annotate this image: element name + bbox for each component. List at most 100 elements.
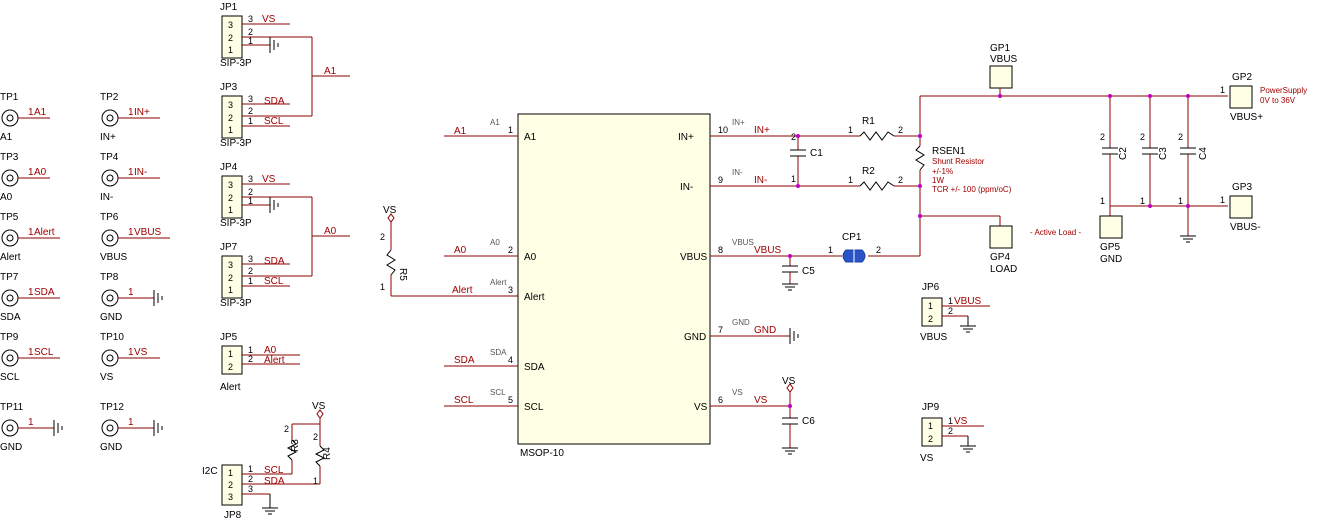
- ground-icon: [50, 420, 63, 436]
- capacitor-c4: C4 21: [1178, 96, 1209, 243]
- svg-text:1: 1: [948, 296, 953, 306]
- a1-junction-net: A1: [324, 66, 337, 77]
- svg-text:2: 2: [948, 306, 953, 316]
- tp8-ref: TP8: [100, 272, 119, 283]
- svg-text:1: 1: [228, 468, 233, 478]
- ic-pin8-num: 8: [718, 245, 723, 255]
- ic-pin7-net: GND: [754, 325, 776, 336]
- rsen1-line1: Shunt Resistor: [932, 157, 985, 166]
- ic-pin2-hint: A0: [490, 238, 500, 247]
- svg-text:1: 1: [380, 282, 385, 292]
- ic-pin3-net: Alert: [452, 285, 473, 296]
- c3-ref: C3: [1158, 147, 1169, 160]
- svg-text:2: 2: [248, 354, 253, 364]
- ground-icon: [269, 197, 279, 213]
- jp5-net-alert: Alert: [264, 355, 285, 366]
- jp7-footprint: SIP-3P: [220, 298, 252, 309]
- ic-pin10-name: IN+: [678, 132, 694, 143]
- ic-pin9-name: IN-: [680, 182, 693, 193]
- test-point-tp8: TP8 1 GND: [100, 272, 163, 323]
- svg-text:3: 3: [228, 180, 233, 190]
- tp12-label: GND: [100, 442, 122, 453]
- svg-text:1: 1: [228, 205, 233, 215]
- gp3-net: VBUS-: [1230, 222, 1261, 233]
- tp9-net: SCL: [34, 347, 54, 358]
- jp9-footprint: VS: [920, 453, 934, 464]
- svg-text:1: 1: [128, 287, 134, 298]
- gp4-net: LOAD: [990, 264, 1017, 275]
- svg-text:2: 2: [248, 474, 253, 484]
- jumper-jp7: JP7 321 321 SDA SCL SIP-3P: [220, 242, 312, 309]
- ic-pin7-name: GND: [684, 332, 706, 343]
- svg-text:3: 3: [248, 14, 253, 24]
- jp1-footprint: SIP-3P: [220, 58, 252, 69]
- ic-pin4-hint: SDA: [490, 348, 507, 357]
- c6-ref: C6: [802, 416, 815, 427]
- tp3-label: A0: [0, 192, 13, 203]
- svg-text:1: 1: [828, 245, 833, 255]
- ground-icon: [262, 507, 278, 515]
- tp3-ref: TP3: [0, 152, 19, 163]
- tp2-net: IN+: [134, 107, 150, 118]
- svg-text:2: 2: [248, 266, 253, 276]
- svg-text:1: 1: [1220, 85, 1225, 95]
- svg-text:1: 1: [128, 417, 134, 428]
- svg-text:2: 2: [948, 426, 953, 436]
- test-point-tp5: TP5 1 Alert Alert: [0, 212, 60, 263]
- tp6-label: VBUS: [100, 252, 128, 263]
- ground-icon: [960, 445, 976, 453]
- ic-pin1-net: A1: [454, 126, 467, 137]
- svg-text:2: 2: [284, 424, 289, 434]
- ic-pin9-hint: IN-: [732, 168, 743, 177]
- ic-pin3-num: 3: [508, 285, 513, 295]
- svg-text:2: 2: [876, 245, 881, 255]
- jp4-ref: JP4: [220, 162, 238, 173]
- jumper-jp8: I2C 123 123 SCL SDA JP8: [202, 464, 320, 521]
- gp1-net: VBUS: [990, 54, 1018, 65]
- ground-icon: [269, 37, 279, 53]
- tp10-ref: TP10: [100, 332, 124, 343]
- svg-text:1: 1: [928, 301, 933, 311]
- svg-text:2: 2: [228, 33, 233, 43]
- cp1-ref: CP1: [842, 232, 862, 243]
- r4-ref: R4: [322, 447, 333, 460]
- tp1-net: A1: [34, 107, 47, 118]
- tp9-ref: TP9: [0, 332, 19, 343]
- test-point-tp10: TP10 1 VS VS: [100, 332, 160, 383]
- tp4-ref: TP4: [100, 152, 119, 163]
- ic-pin10-net: IN+: [754, 125, 770, 136]
- tp6-ref: TP6: [100, 212, 119, 223]
- resistor-r4: R4 2 1 VS: [312, 401, 333, 486]
- c1-ref: C1: [810, 148, 823, 159]
- tp12-ref: TP12: [100, 402, 124, 413]
- tp2-label: IN+: [100, 132, 116, 143]
- vs-power-icon: [786, 383, 794, 393]
- svg-text:2: 2: [380, 232, 385, 242]
- active-load-note: - Active Load -: [1030, 228, 1081, 237]
- ic-pin6-name: VS: [694, 402, 708, 413]
- svg-text:1: 1: [313, 476, 318, 486]
- jp3-net-sda: SDA: [264, 96, 285, 107]
- svg-text:3: 3: [248, 254, 253, 264]
- ic-pin2-num: 2: [508, 245, 513, 255]
- svg-text:1: 1: [928, 421, 933, 431]
- rsen1-line4: TCR +/- 100 (ppm/oC): [932, 185, 1012, 194]
- resistor-r3: R3 2: [284, 423, 320, 474]
- jp7-ref: JP7: [220, 242, 238, 253]
- svg-text:1: 1: [1100, 196, 1105, 206]
- tp4-label: IN-: [100, 192, 113, 203]
- r3-ref: R3: [290, 439, 301, 452]
- svg-text:1: 1: [228, 45, 233, 55]
- pad-gp2: GP2 1 VBUS+ PowerSupply 0V to 36V: [1220, 72, 1307, 123]
- capacitor-cp1: CP1 1 2: [828, 232, 881, 264]
- svg-text:1: 1: [28, 417, 34, 428]
- tp7-label: SDA: [0, 312, 21, 323]
- ic-pin5-name: SCL: [524, 402, 544, 413]
- svg-text:3: 3: [228, 492, 233, 502]
- jp8-net-sda: SDA: [264, 476, 285, 487]
- svg-text:1: 1: [248, 276, 253, 286]
- jp8-net-scl: SCL: [264, 465, 284, 476]
- tp8-label: GND: [100, 312, 122, 323]
